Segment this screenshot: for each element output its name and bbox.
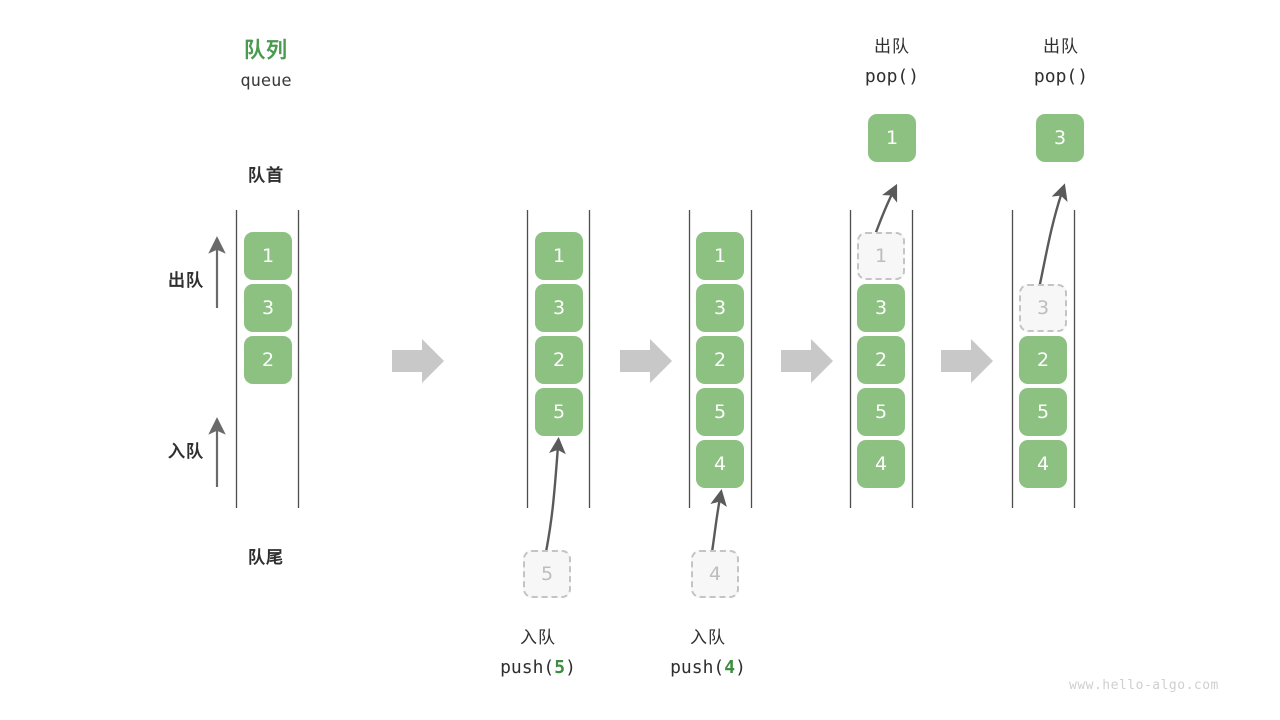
- code-prefix: push(: [670, 657, 725, 678]
- dequeue-label: 出队: [168, 271, 204, 291]
- page-title: 队列: [244, 38, 288, 62]
- queue-cell[interactable]: 3: [857, 284, 905, 332]
- enqueue-label: 入队: [168, 442, 204, 462]
- queue-cell[interactable]: 3: [696, 284, 744, 332]
- outgoing-ghost-cell: 1: [857, 232, 905, 280]
- watermark: www.hello-algo.com: [1069, 678, 1219, 693]
- incoming-ghost-cell: 4: [691, 550, 739, 598]
- queue-cell[interactable]: 1: [696, 232, 744, 280]
- transition-arrow-2: [620, 339, 672, 383]
- transition-arrow-4: [941, 339, 993, 383]
- incoming-ghost-cell: 5: [523, 550, 571, 598]
- queue-cell[interactable]: 3: [535, 284, 583, 332]
- code-suffix: ): [1077, 66, 1089, 87]
- pop-3-arrow: [1035, 183, 1068, 299]
- queue-cell[interactable]: 1: [244, 232, 292, 280]
- code-prefix: pop(: [864, 66, 909, 87]
- queue-rear-label: 队尾: [248, 548, 284, 568]
- code-arg: 5: [554, 657, 566, 678]
- step-label-cn: 入队: [690, 628, 726, 648]
- queue-cell[interactable]: 4: [696, 440, 744, 488]
- queue-cell[interactable]: 2: [857, 336, 905, 384]
- queue-cell[interactable]: 5: [1019, 388, 1067, 436]
- popped-cell[interactable]: 1: [868, 114, 916, 162]
- code-suffix: ): [565, 657, 576, 678]
- step-label-code: pop(): [832, 66, 952, 87]
- code-prefix: pop(: [1033, 66, 1078, 87]
- step-label-code: push(4): [648, 657, 768, 678]
- code-suffix: ): [735, 657, 746, 678]
- queue-cell[interactable]: 2: [535, 336, 583, 384]
- queue-cell[interactable]: 4: [1019, 440, 1067, 488]
- code-arg: 4: [724, 657, 736, 678]
- queue-cell[interactable]: 5: [535, 388, 583, 436]
- code-prefix: push(: [500, 657, 555, 678]
- push-5-arrow: [544, 436, 566, 553]
- code-suffix: ): [908, 66, 920, 87]
- popped-cell[interactable]: 3: [1036, 114, 1084, 162]
- queue-cell[interactable]: 1: [535, 232, 583, 280]
- queue-cell[interactable]: 2: [696, 336, 744, 384]
- step-label-code: push(5): [478, 657, 598, 678]
- queue-cell[interactable]: 2: [1019, 336, 1067, 384]
- push-4-arrow: [710, 489, 727, 553]
- queue-cell[interactable]: 5: [857, 388, 905, 436]
- queue-cell[interactable]: 2: [244, 336, 292, 384]
- transition-arrow-1: [392, 339, 444, 383]
- queue-cell[interactable]: 4: [857, 440, 905, 488]
- step-label-cn: 入队: [520, 628, 556, 648]
- step-label-cn: 出队: [1043, 37, 1079, 57]
- queue-front-label: 队首: [248, 166, 284, 186]
- transition-arrow-3: [781, 339, 833, 383]
- queue-cell[interactable]: 3: [244, 284, 292, 332]
- queue-cell[interactable]: 5: [696, 388, 744, 436]
- page-title-code: queue: [240, 71, 292, 91]
- outgoing-ghost-cell: 3: [1019, 284, 1067, 332]
- step-label-code: pop(): [1001, 66, 1121, 87]
- step-label-cn: 出队: [874, 37, 910, 57]
